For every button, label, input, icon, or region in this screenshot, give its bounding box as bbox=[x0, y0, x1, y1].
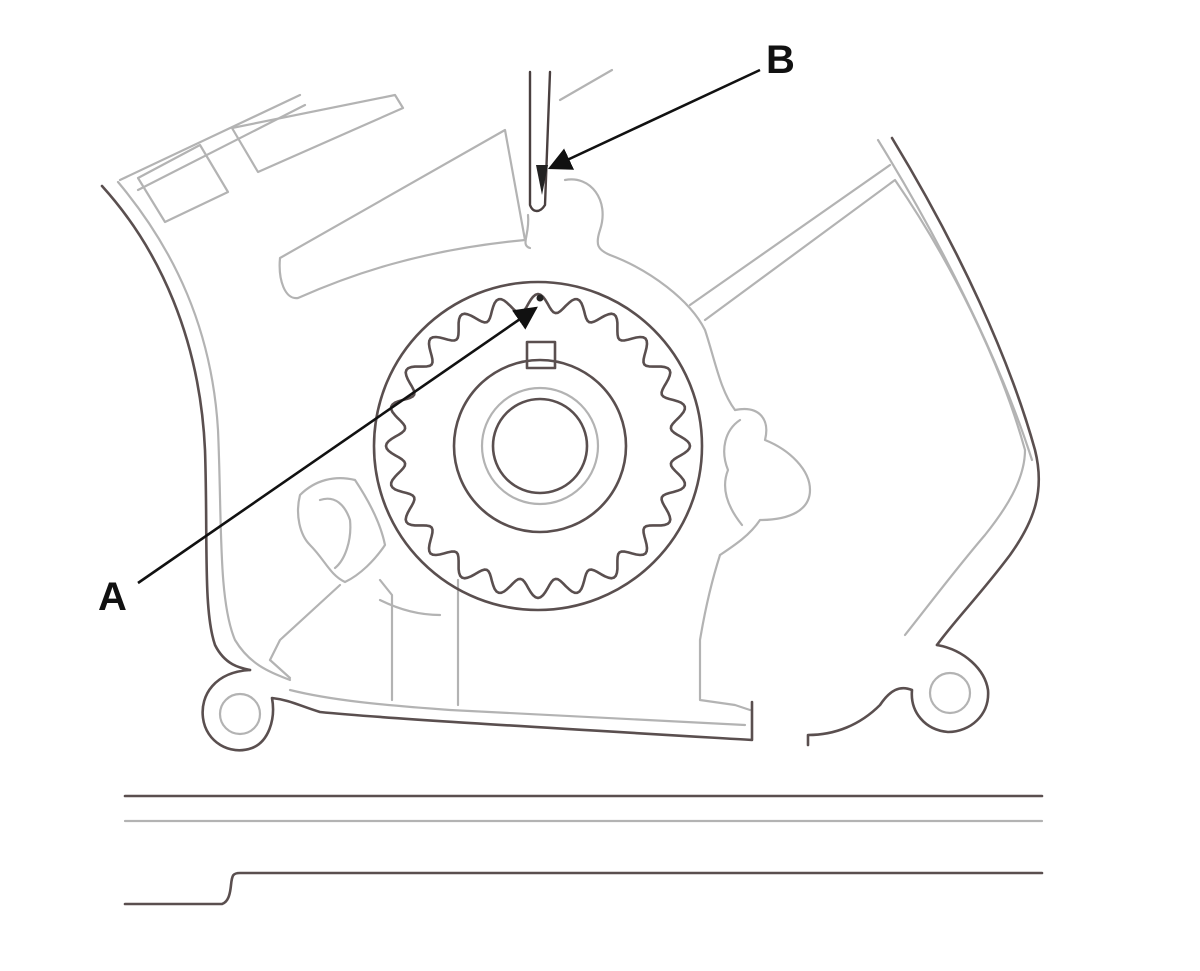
callout-label-b: B bbox=[766, 38, 795, 82]
pointer-b bbox=[528, 70, 552, 213]
callout-leader-b bbox=[547, 68, 761, 170]
callout-leader-a bbox=[137, 306, 538, 585]
cover-outer-contour bbox=[100, 136, 1044, 906]
crankshaft-sprocket bbox=[372, 280, 704, 612]
cover-housing-outline bbox=[116, 68, 1044, 823]
timing-mark-dot bbox=[536, 294, 544, 302]
callout-label-a: A bbox=[98, 575, 127, 619]
